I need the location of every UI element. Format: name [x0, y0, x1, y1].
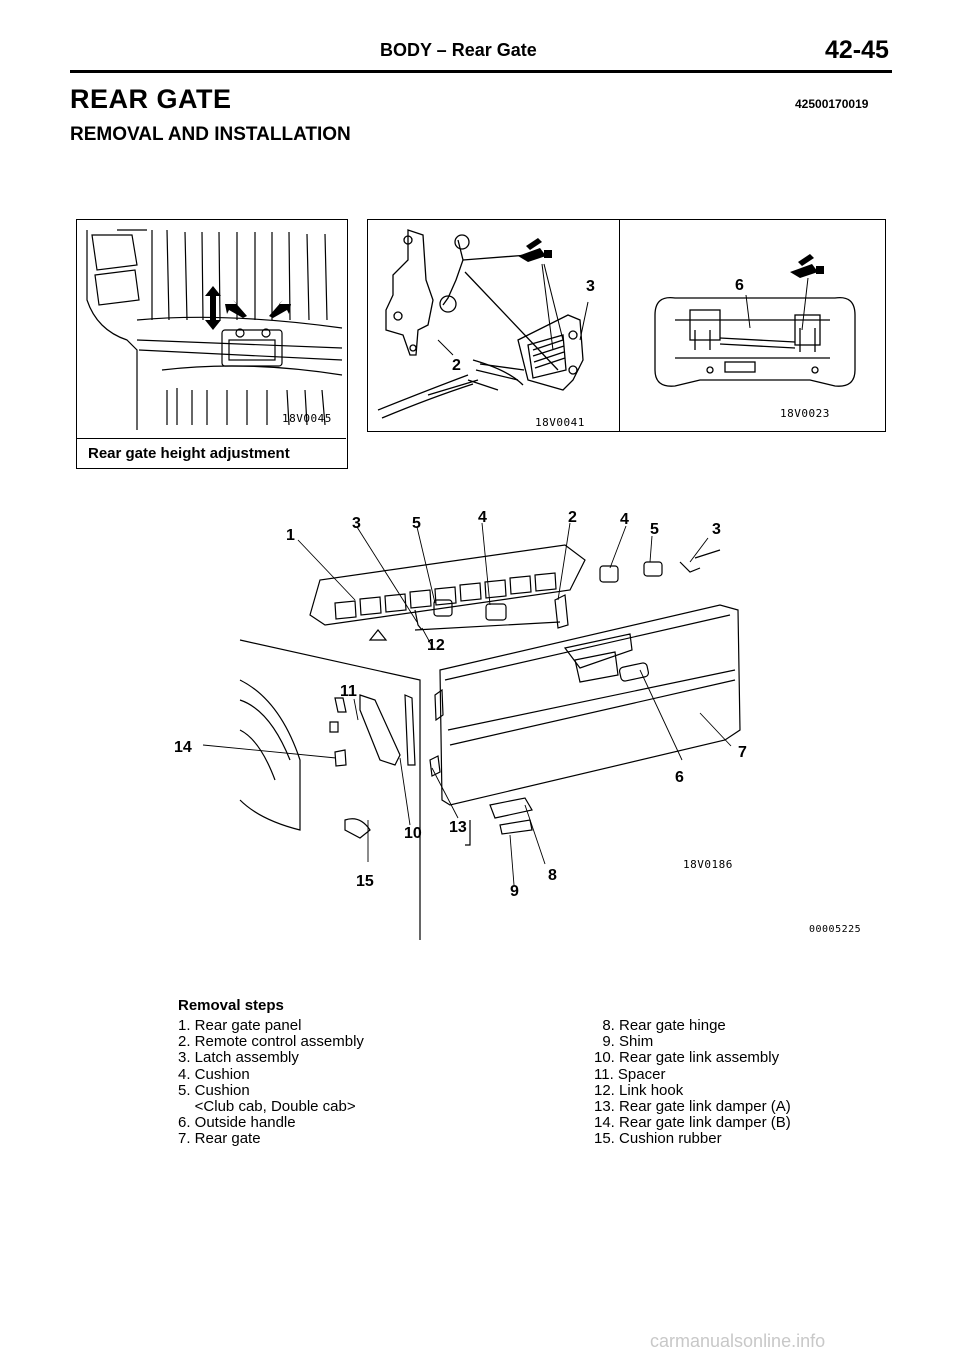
callout-13: 13 — [449, 819, 467, 836]
removal-steps-heading: Removal steps — [178, 997, 284, 1014]
page-figure-code: 00005225 — [809, 924, 861, 935]
figure-code: 18V0023 — [780, 407, 830, 420]
callout-15: 15 — [356, 873, 374, 890]
callout-6: 6 — [675, 769, 684, 786]
list-item: 9. Shim — [594, 1033, 654, 1051]
callout-4: 4 — [478, 509, 487, 526]
callout-3: 3 — [352, 515, 361, 532]
rear-gate-exploded-view: 1 3 5 4 2 4 5 3 12 11 14 7 6 10 13 8 15 … — [174, 509, 861, 940]
callout-5: 5 — [412, 515, 421, 532]
list-item: 14. Rear gate link damper (B) — [594, 1114, 791, 1132]
tailgate-bed-illustration: 18V0045 — [86, 229, 343, 430]
callout-3: 3 — [586, 278, 595, 295]
removal-steps-right: 8. Rear gate hinge 9. Shim 10. Rear gate… — [594, 1017, 791, 1148]
figure-outside-handle: 6 18V0023 — [619, 219, 886, 432]
page-subtitle: REMOVAL AND INSTALLATION — [70, 124, 351, 145]
callout-8: 8 — [548, 867, 557, 884]
list-item: 7. Rear gate — [178, 1130, 261, 1148]
document-id: 42500170019 — [795, 97, 869, 111]
list-item: 12. Link hook — [594, 1081, 684, 1099]
removal-steps-left: 1. Rear gate panel 2. Remote control ass… — [178, 1017, 364, 1148]
figure-remote-latch: 3 2 18V0041 — [367, 219, 620, 432]
callout-3: 3 — [712, 521, 721, 538]
page-title: REAR GATE — [70, 84, 232, 114]
callout-10: 10 — [404, 825, 422, 842]
callout-12: 12 — [427, 637, 445, 654]
list-item: 11. Spacer — [594, 1065, 666, 1083]
list-item: <Club cab, Double cab> — [178, 1098, 356, 1116]
watermark: carmanualsonline.info — [650, 1331, 826, 1351]
callout-2: 2 — [568, 509, 577, 526]
list-item: 13. Rear gate link damper (A) — [594, 1098, 791, 1116]
list-item: 10. Rear gate link assembly — [594, 1049, 780, 1067]
list-item: 8. Rear gate hinge — [594, 1017, 726, 1034]
callout-1: 1 — [286, 527, 295, 544]
callouts: 1 3 5 4 2 4 5 3 12 11 14 7 6 10 13 8 15 … — [174, 509, 747, 900]
header-rule — [70, 70, 892, 73]
callout-6: 6 — [735, 277, 744, 294]
list-item: 4. Cushion — [178, 1065, 250, 1083]
callout-4: 4 — [620, 511, 629, 528]
list-item: 15. Cushion rubber — [594, 1130, 722, 1148]
list-item: 6. Outside handle — [178, 1114, 296, 1132]
callout-9: 9 — [510, 883, 519, 900]
latch-illustration: 3 2 18V0041 — [377, 229, 595, 429]
list-item: 5. Cushion — [178, 1081, 250, 1099]
list-item: 2. Remote control assembly — [178, 1033, 364, 1051]
list-item: 3. Latch assembly — [178, 1049, 299, 1067]
figure-code: 18V0041 — [535, 416, 585, 429]
section-title: BODY – Rear Gate — [380, 40, 537, 60]
figure-caption: Rear gate height adjustment — [76, 438, 346, 466]
figure-height-adjustment: 18V0045 — [76, 219, 348, 469]
figure-code: 18V0045 — [282, 412, 332, 425]
callout-7: 7 — [738, 744, 747, 761]
page-number: 42-45 — [825, 36, 889, 64]
callout-11: 11 — [340, 683, 357, 700]
callout-14: 14 — [174, 739, 192, 756]
callout-2: 2 — [452, 357, 461, 374]
handle-illustration: 6 18V0023 — [654, 254, 856, 420]
figure-code: 18V0186 — [683, 858, 733, 871]
callout-5: 5 — [650, 521, 659, 538]
list-item: 1. Rear gate panel — [178, 1017, 302, 1034]
